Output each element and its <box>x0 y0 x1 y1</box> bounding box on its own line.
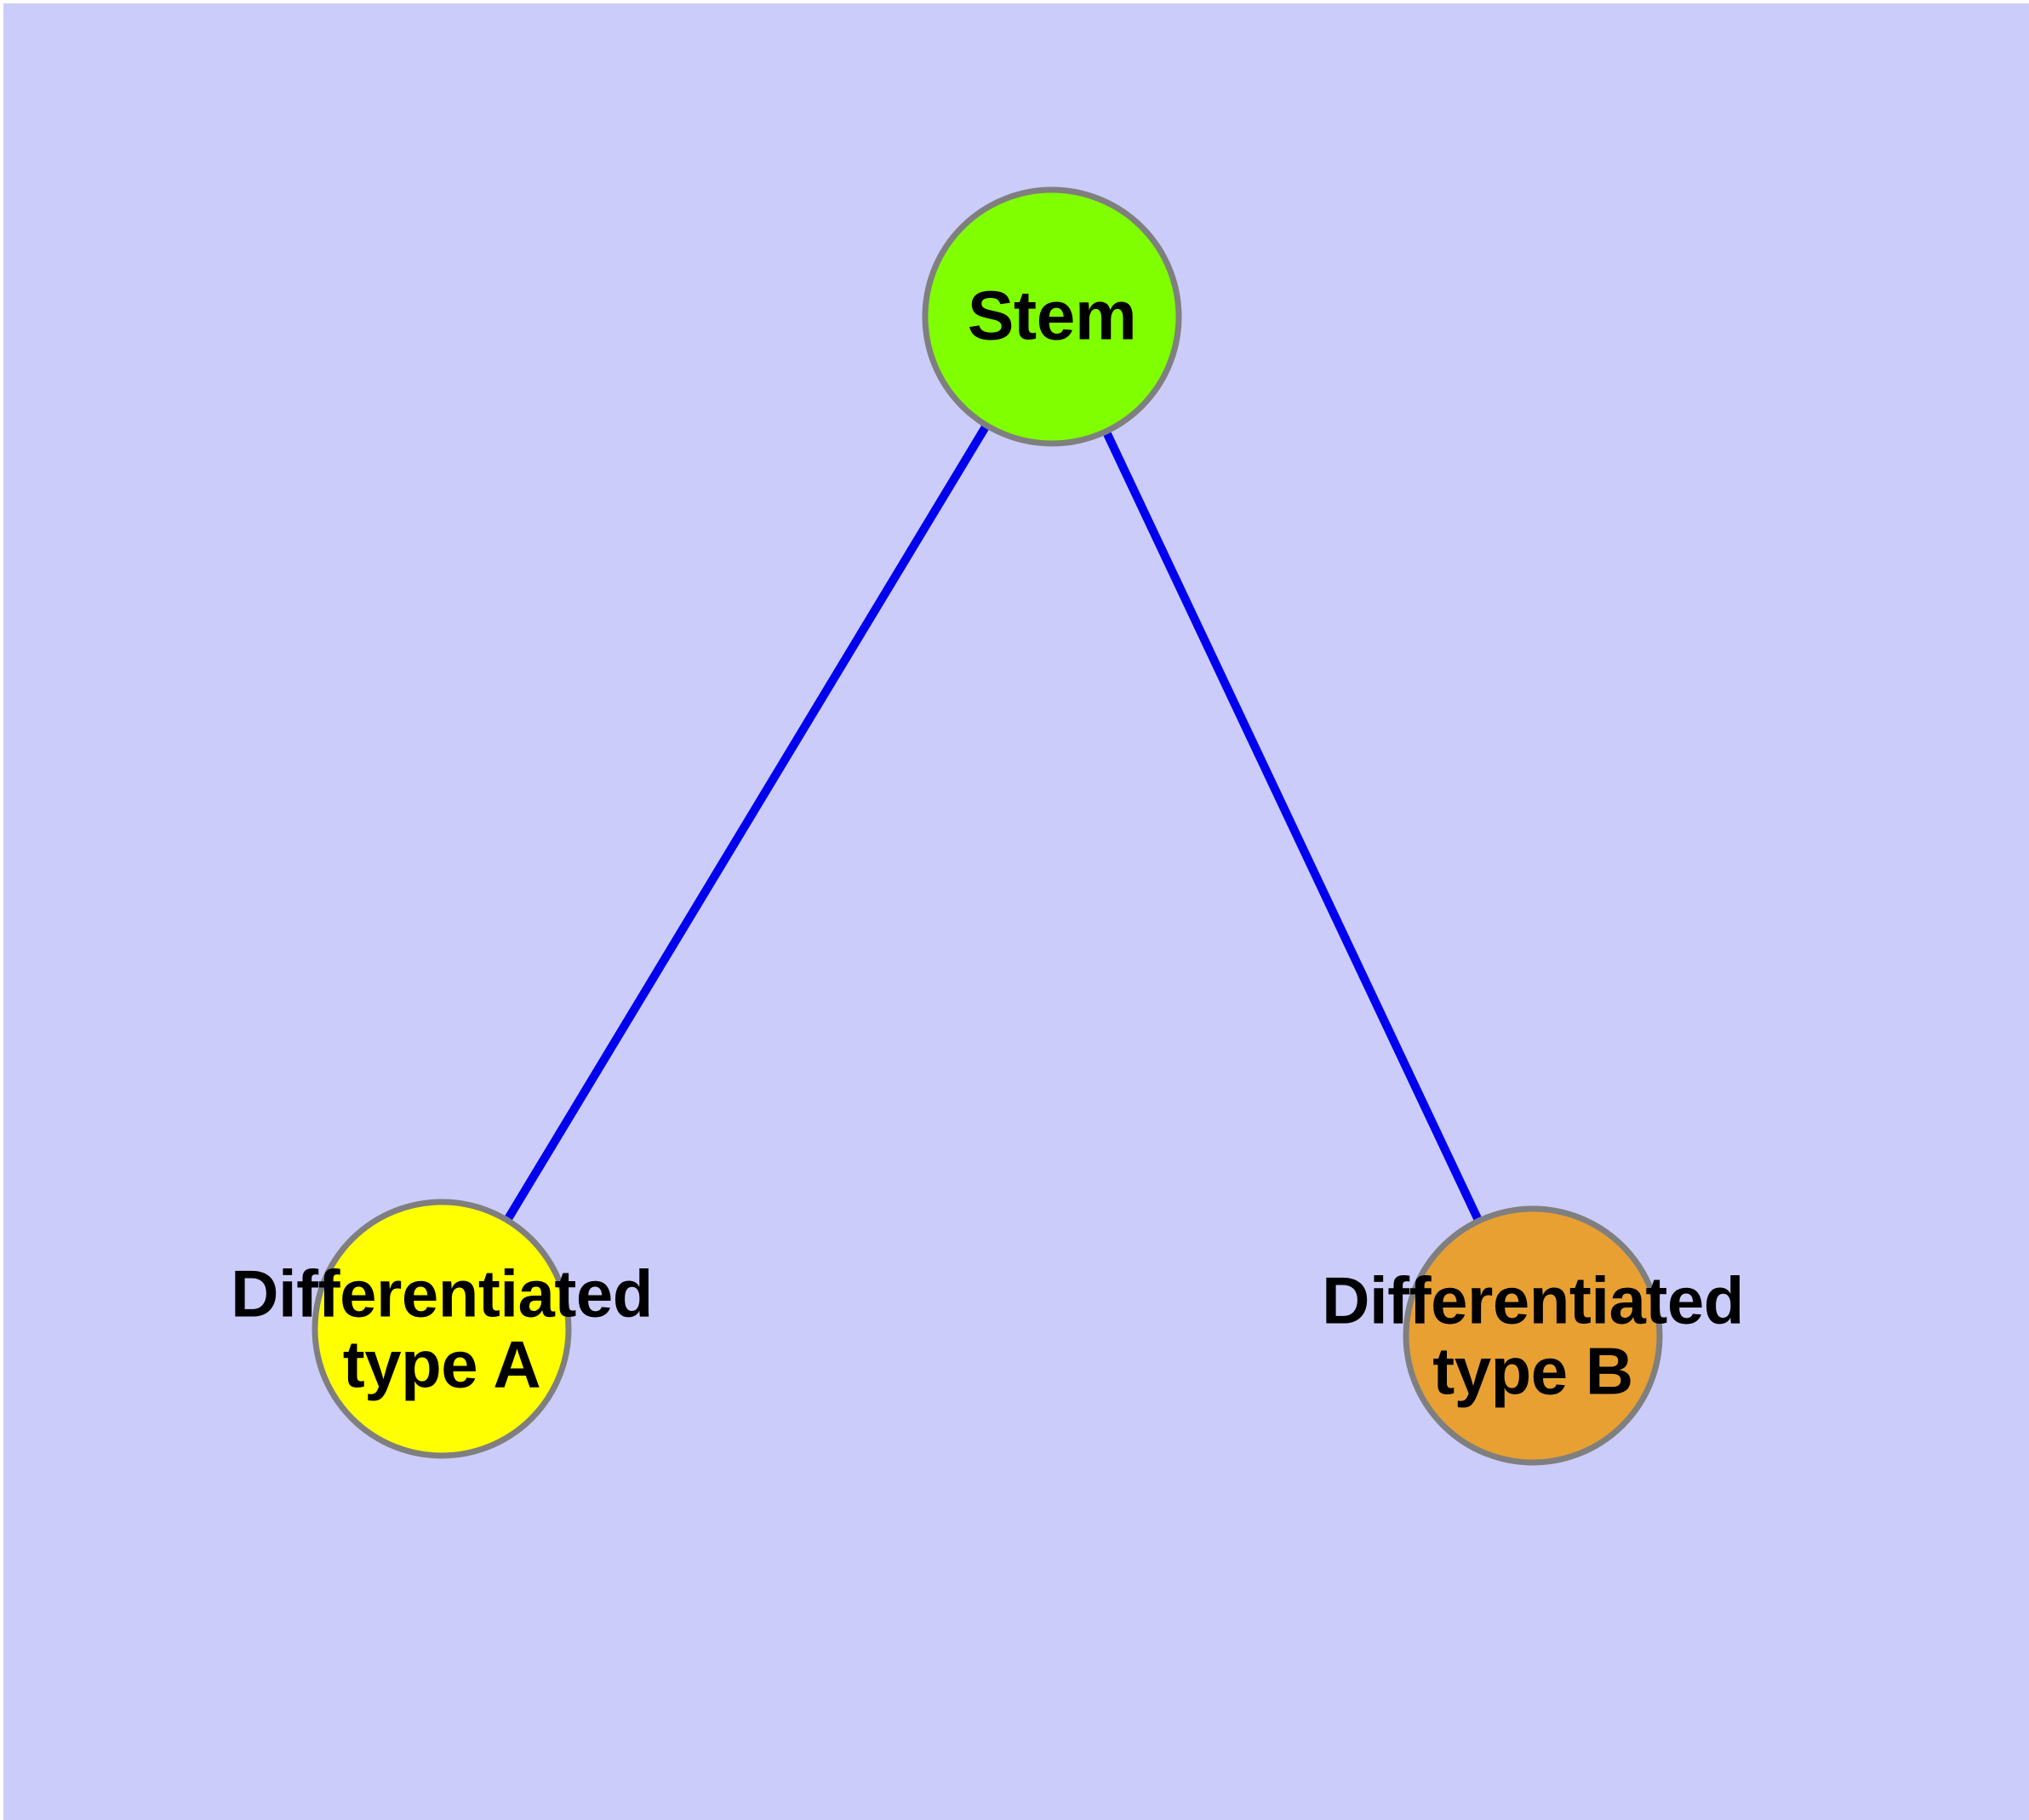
edge-layer <box>437 314 1537 1338</box>
node-type-a[interactable] <box>311 1199 572 1459</box>
edge-stem-to-type-b[interactable] <box>1048 314 1537 1338</box>
node-layer <box>311 186 1663 1466</box>
node-type-b[interactable] <box>1403 1205 1663 1466</box>
edge-stem-to-type-a[interactable] <box>437 314 1056 1331</box>
node-stem[interactable] <box>922 186 1182 447</box>
